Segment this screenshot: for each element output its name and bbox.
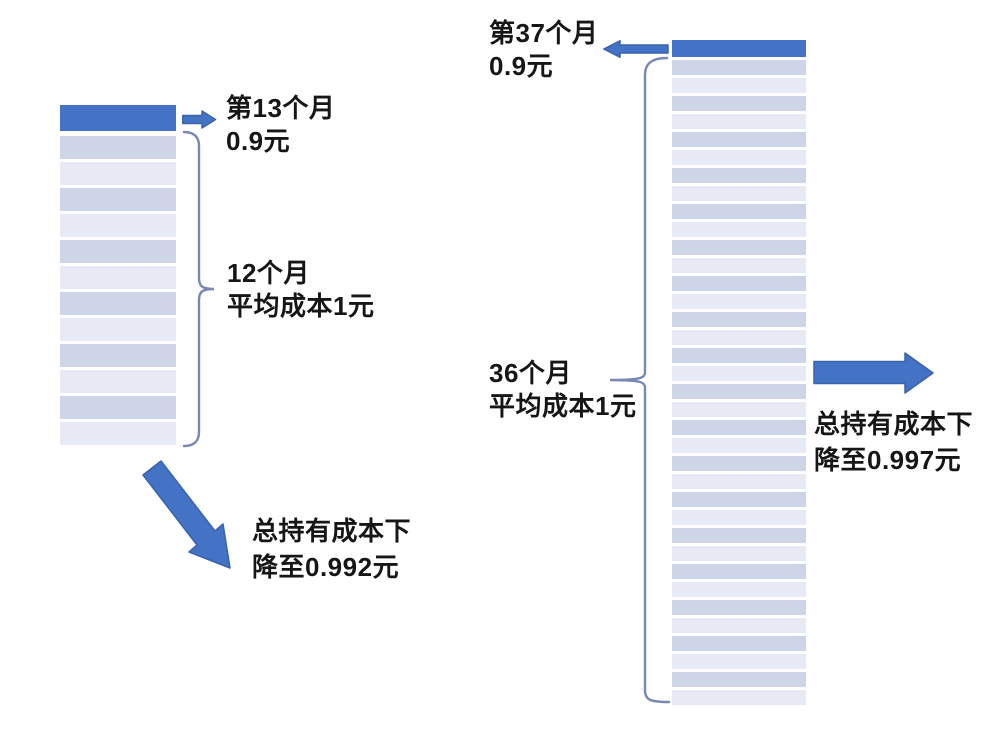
- month-bar: [60, 240, 176, 263]
- month-bar: [672, 132, 806, 147]
- right-top-annotation: 第37个月 0.9元: [489, 17, 598, 83]
- month-bar: [672, 600, 806, 615]
- month-bar: [60, 396, 176, 419]
- month-bar: [672, 384, 806, 399]
- month-bar: [672, 150, 806, 165]
- month-bar: [60, 162, 176, 185]
- month-bar: [60, 318, 176, 341]
- left-result-annotation-line2: 降至0.992元: [252, 552, 400, 582]
- month-bar: [672, 330, 806, 345]
- left-top-annotation-line1: 第13个月: [226, 93, 336, 123]
- right-brace-annotation-line1: 36个月: [489, 358, 572, 388]
- month-bar: [672, 564, 806, 579]
- month-bar: [672, 222, 806, 237]
- left-diagram: 第13个月 0.9元 12个月 平均成本1元 总持有成本下 降至0.992元: [0, 0, 470, 750]
- month-bar: [672, 402, 806, 417]
- right-highlighted-month-bar: [672, 40, 806, 57]
- month-bar: [672, 168, 806, 183]
- right-brace-annotation: 36个月 平均成本1元: [489, 357, 636, 423]
- month-bar: [60, 136, 176, 159]
- month-bar: [672, 114, 806, 129]
- month-bar: [672, 456, 806, 471]
- month-bar: [672, 528, 806, 543]
- left-highlighted-month-bar: [60, 105, 176, 131]
- month-bar: [672, 60, 806, 75]
- month-bar: [672, 258, 806, 273]
- month-bar: [672, 96, 806, 111]
- right-result-annotation-line1: 总持有成本下: [814, 409, 974, 439]
- month-bar: [672, 546, 806, 561]
- month-bar: [60, 344, 176, 367]
- month-bar: [672, 204, 806, 219]
- month-bar: [672, 438, 806, 453]
- month-bar: [672, 474, 806, 489]
- month-bar: [672, 276, 806, 291]
- month-bar: [672, 420, 806, 435]
- month-bar: [672, 366, 806, 381]
- right-top-annotation-line1: 第37个月: [489, 18, 599, 48]
- month-bar: [672, 690, 806, 705]
- month-bar: [672, 78, 806, 93]
- right-arrow-large-icon: [813, 352, 934, 394]
- right-top-annotation-line2: 0.9元: [489, 51, 554, 81]
- left-arrow-icon: [603, 40, 669, 58]
- left-month-bar-stack: [60, 136, 176, 445]
- month-bar: [60, 292, 176, 315]
- left-top-annotation-line2: 0.9元: [226, 126, 291, 156]
- left-result-annotation-line1: 总持有成本下: [252, 516, 412, 546]
- right-diagram: 第37个月 0.9元 36个月 平均成本1元 总持有成本下 降至0.997元: [470, 0, 1000, 750]
- month-bar: [672, 672, 806, 687]
- month-bar: [672, 294, 806, 309]
- month-bar: [60, 188, 176, 211]
- left-brace-annotation: 12个月 平均成本1元: [227, 257, 374, 323]
- right-month-bar-stack: [672, 60, 806, 705]
- month-bar: [672, 186, 806, 201]
- left-brace-annotation-line2: 平均成本1元: [227, 291, 375, 321]
- left-top-annotation: 第13个月 0.9元: [226, 92, 335, 158]
- left-result-annotation: 总持有成本下 降至0.992元: [252, 513, 411, 585]
- month-bar: [672, 510, 806, 525]
- right-result-annotation-line2: 降至0.997元: [814, 445, 962, 475]
- month-bar: [672, 492, 806, 507]
- down-right-arrow-icon: [142, 460, 231, 569]
- right-brace-annotation-line2: 平均成本1元: [489, 391, 637, 421]
- month-bar: [672, 636, 806, 651]
- month-bar: [672, 582, 806, 597]
- month-bar: [60, 214, 176, 237]
- month-bar: [60, 370, 176, 393]
- left-brace-annotation-line1: 12个月: [227, 258, 310, 288]
- right-result-annotation: 总持有成本下 降至0.997元: [814, 406, 973, 478]
- month-bar: [672, 618, 806, 633]
- curly-brace-right-icon: [182, 130, 215, 448]
- month-bar: [60, 266, 176, 289]
- month-bar: [672, 240, 806, 255]
- curly-brace-left-icon: [609, 56, 671, 704]
- month-bar: [60, 422, 176, 445]
- month-bar: [672, 348, 806, 363]
- right-arrow-icon: [182, 110, 217, 129]
- month-bar: [672, 312, 806, 327]
- month-bar: [672, 654, 806, 669]
